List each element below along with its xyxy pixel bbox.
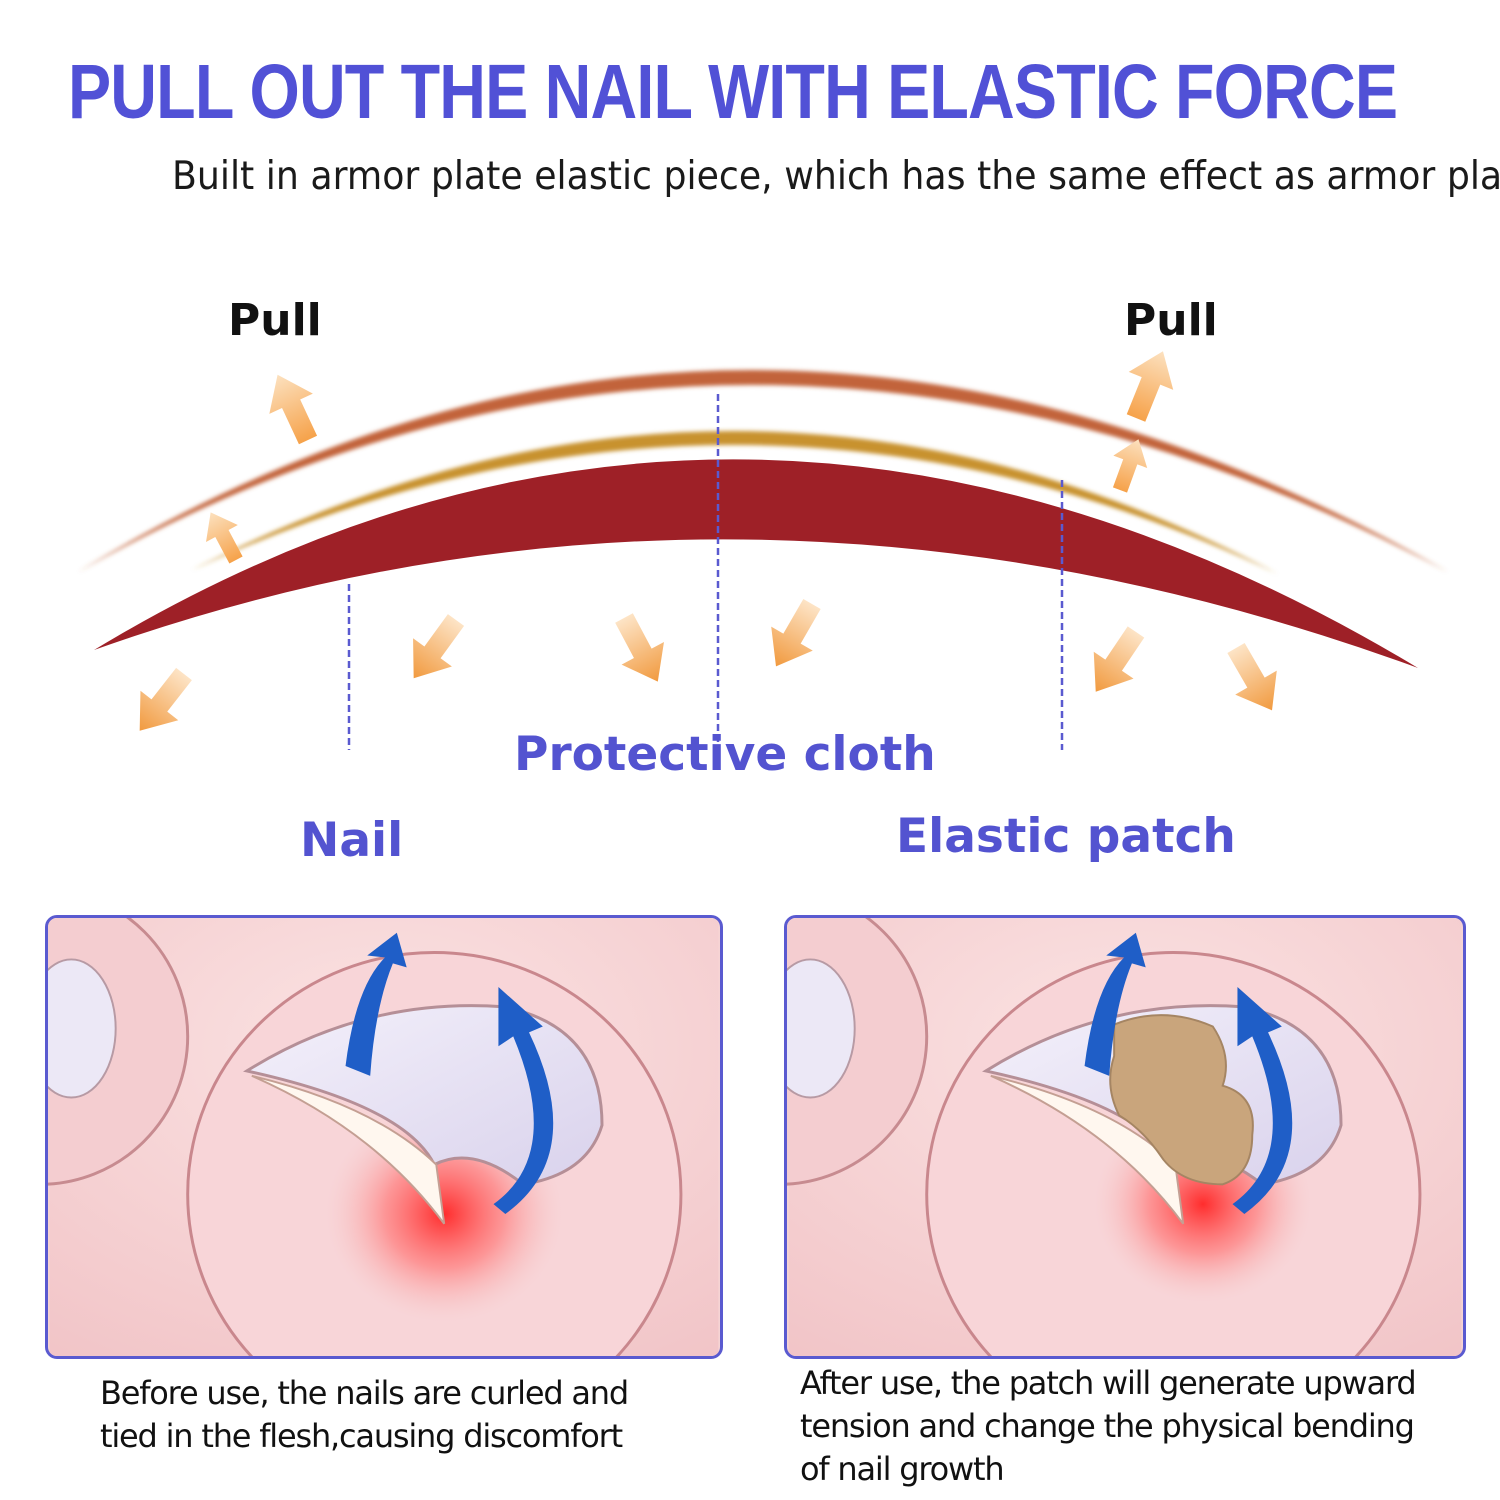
after-caption-line-1: After use, the patch will generate upwar… — [800, 1364, 1417, 1402]
pull-arrow-left-small-icon — [194, 503, 252, 569]
after-use-caption: After use, the patch will generate upwar… — [800, 1362, 1417, 1491]
protective-cloth-layer — [192, 430, 1278, 574]
down-arrow-icon-4 — [755, 592, 833, 679]
down-arrow-icon-2 — [394, 605, 476, 693]
pull-arrow-left-icon — [255, 364, 330, 451]
down-arrow-icon-3 — [602, 606, 679, 693]
before-caption-line-2: tied in the flesh,causing discomfort — [100, 1417, 623, 1455]
after-use-illustration — [787, 918, 1462, 1356]
after-caption-line-2: tension and change the physical bending — [800, 1407, 1415, 1445]
after-caption-line-3: of nail growth — [800, 1450, 1005, 1488]
down-arrow-icon-1 — [120, 659, 203, 746]
before-use-panel — [45, 915, 723, 1359]
elastic-patch-shape — [1109, 1014, 1254, 1186]
label-nail: Nail — [300, 813, 404, 868]
after-use-panel — [784, 915, 1466, 1359]
before-caption-line-1: Before use, the nails are curled and — [100, 1374, 629, 1412]
pull-label-right: Pull — [1124, 295, 1218, 346]
before-use-caption: Before use, the nails are curled and tie… — [100, 1372, 629, 1458]
label-elastic-patch: Elastic patch — [896, 809, 1236, 864]
down-arrow-icon-5 — [1075, 618, 1156, 706]
page-title: PULL OUT THE NAIL WITH ELASTIC FORCE — [68, 49, 1398, 135]
before-use-illustration — [48, 918, 719, 1356]
nail-layer — [94, 459, 1418, 668]
nail-layer-diagram — [78, 342, 1448, 750]
pull-label-left: Pull — [228, 295, 322, 346]
page-subtitle: Built in armor plate elastic piece, whic… — [172, 154, 1500, 199]
down-arrow-icon-6 — [1215, 636, 1293, 723]
elastic-band-layer — [78, 370, 1448, 572]
label-protective-cloth: Protective cloth — [514, 727, 936, 782]
pull-arrow-right-icon — [1113, 342, 1186, 427]
